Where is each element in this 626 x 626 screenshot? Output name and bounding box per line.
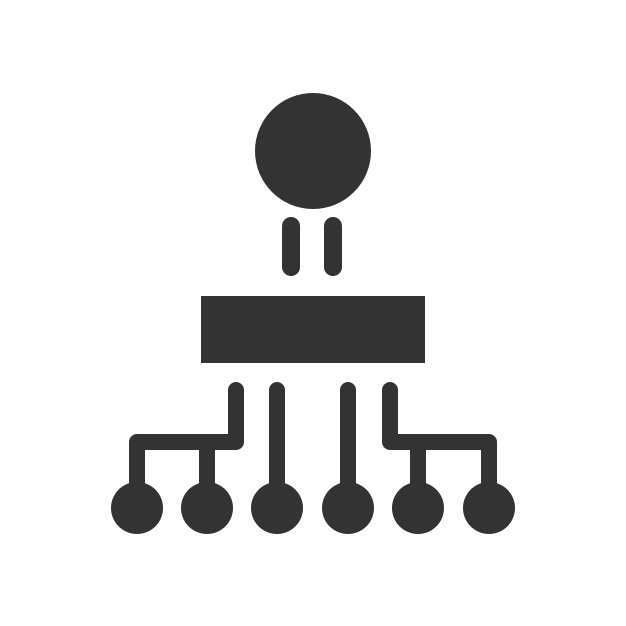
bottom-node-1	[111, 482, 163, 534]
bottom-node-6	[463, 482, 515, 534]
bottom-node-4	[322, 482, 374, 534]
bottom-node-5	[392, 482, 444, 534]
bottom-node-2	[181, 482, 233, 534]
top-node-circle	[255, 93, 371, 209]
branch-left-outer	[129, 382, 244, 496]
branch-right-outer	[382, 382, 497, 496]
bottom-node-3	[251, 482, 303, 534]
hub-rectangle	[201, 296, 425, 363]
